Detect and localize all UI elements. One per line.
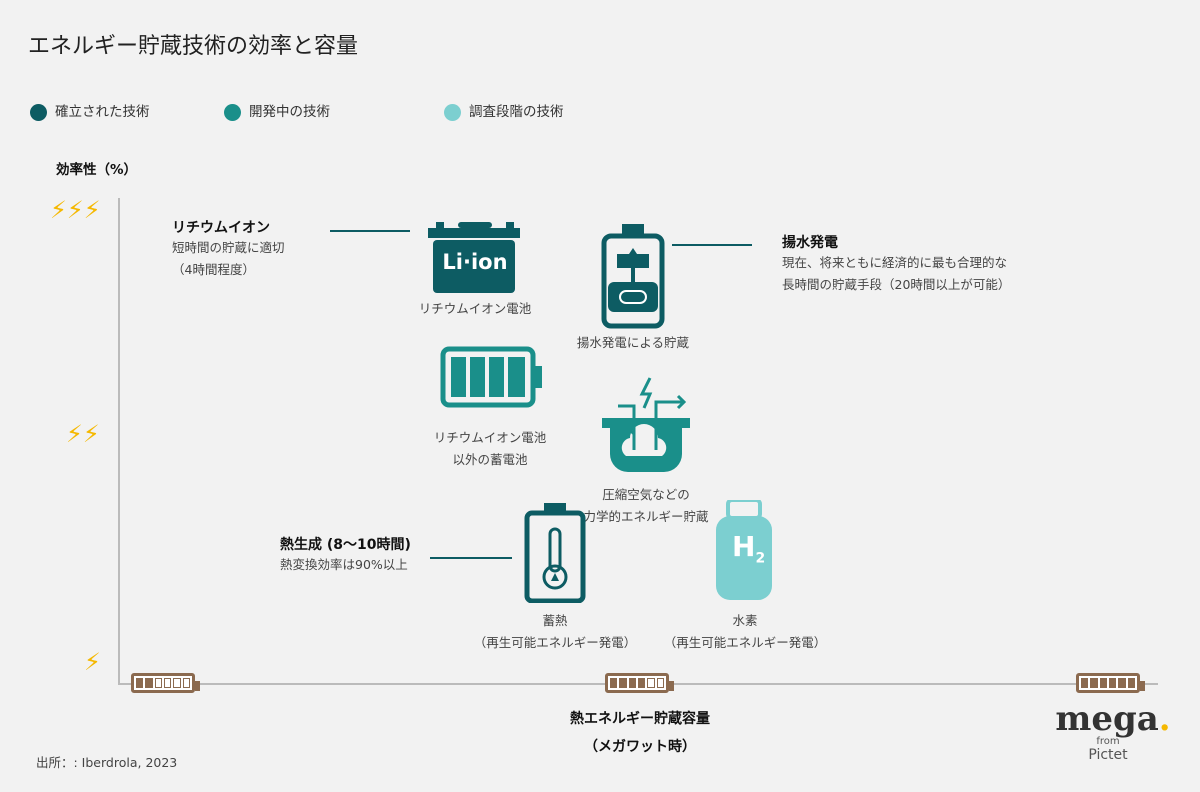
callout-text: 短時間の貯蔵に適切 [172, 240, 285, 255]
thermal-label: 蓄熱（再生可能エネルギー発電） [473, 613, 637, 650]
hydrogen-label: 水素（再生可能エネルギー発電） [663, 613, 827, 650]
bolt-icon-low: ⚡ [84, 648, 101, 676]
callout-title: 熱生成 (8〜10時間) [280, 537, 411, 553]
legend-label: 確立された技術 [55, 104, 150, 120]
bolt-icon-high: ⚡⚡⚡ [50, 196, 101, 224]
battery-icon-mid [605, 673, 674, 693]
legend-dot [30, 103, 47, 121]
connector-line [330, 230, 410, 232]
source-note: 出所：: Iberdrola, 2023 [36, 755, 178, 770]
liion-label: リチウムイオン電池 [418, 301, 532, 316]
callout-text: 現在、将来ともに経済的に最も合理的な [782, 255, 1008, 270]
callout-text: 長時間の貯蔵手段（20時間以上が可能） [782, 277, 1011, 292]
thermal-storage-icon [524, 503, 586, 603]
mega-logo: mega. from Pictet [1055, 699, 1171, 763]
other-battery-label: リチウムイオン電池以外の蓄電池 [433, 430, 547, 467]
connector-line [430, 557, 512, 559]
connector-line [672, 244, 752, 246]
x-axis-unit: （メガワット時） [584, 739, 696, 755]
legend-dot [224, 103, 241, 121]
compressed-air-icon [602, 377, 690, 472]
callout-text: 熱変換効率は90%以上 [280, 557, 408, 572]
pumped-label: 揚水発電による貯蔵 [576, 335, 690, 350]
y-axis-line [118, 198, 120, 684]
legend-developing: 開発中の技術 [224, 100, 330, 121]
y-axis-label: 効率性（%） [56, 162, 138, 178]
callout-title: リチウムイオン [172, 220, 270, 236]
battery-icon-low [131, 673, 200, 693]
callout-thermal: 熱生成 (8〜10時間) 熱変換効率は90%以上 [280, 534, 411, 576]
pumped-hydro-icon [601, 224, 665, 329]
compressed-air-label: 圧縮空気などの力学的エネルギー貯蔵 [583, 487, 709, 524]
bolt-icon-mid: ⚡⚡ [66, 420, 100, 448]
battery-icon-high [1076, 673, 1145, 693]
legend-established: 確立された技術 [30, 100, 150, 121]
hydrogen-icon-text: H2 [732, 530, 766, 567]
legend-dot [444, 103, 461, 121]
page-title: エネルギー貯蔵技術の効率と容量 [28, 34, 359, 59]
callout-pumped: 揚水発電 現在、将来ともに経済的に最も合理的な 長時間の貯蔵手段（20時間以上が… [782, 232, 1010, 296]
legend-research: 調査段階の技術 [444, 100, 564, 121]
x-axis-label: 熱エネルギー貯蔵容量 [570, 711, 710, 727]
callout-liion: リチウムイオン 短時間の貯蔵に適切 （4時間程度） [172, 217, 285, 281]
legend-label: 調査段階の技術 [469, 104, 564, 120]
liion-battery-icon [428, 222, 520, 293]
liion-icon-text: Li·ion [442, 250, 508, 274]
callout-text: （4時間程度） [172, 262, 255, 277]
battery-icon [440, 346, 542, 408]
callout-title: 揚水発電 [782, 235, 838, 251]
legend-label: 開発中の技術 [249, 104, 330, 120]
hydrogen-tank-icon [716, 500, 772, 600]
